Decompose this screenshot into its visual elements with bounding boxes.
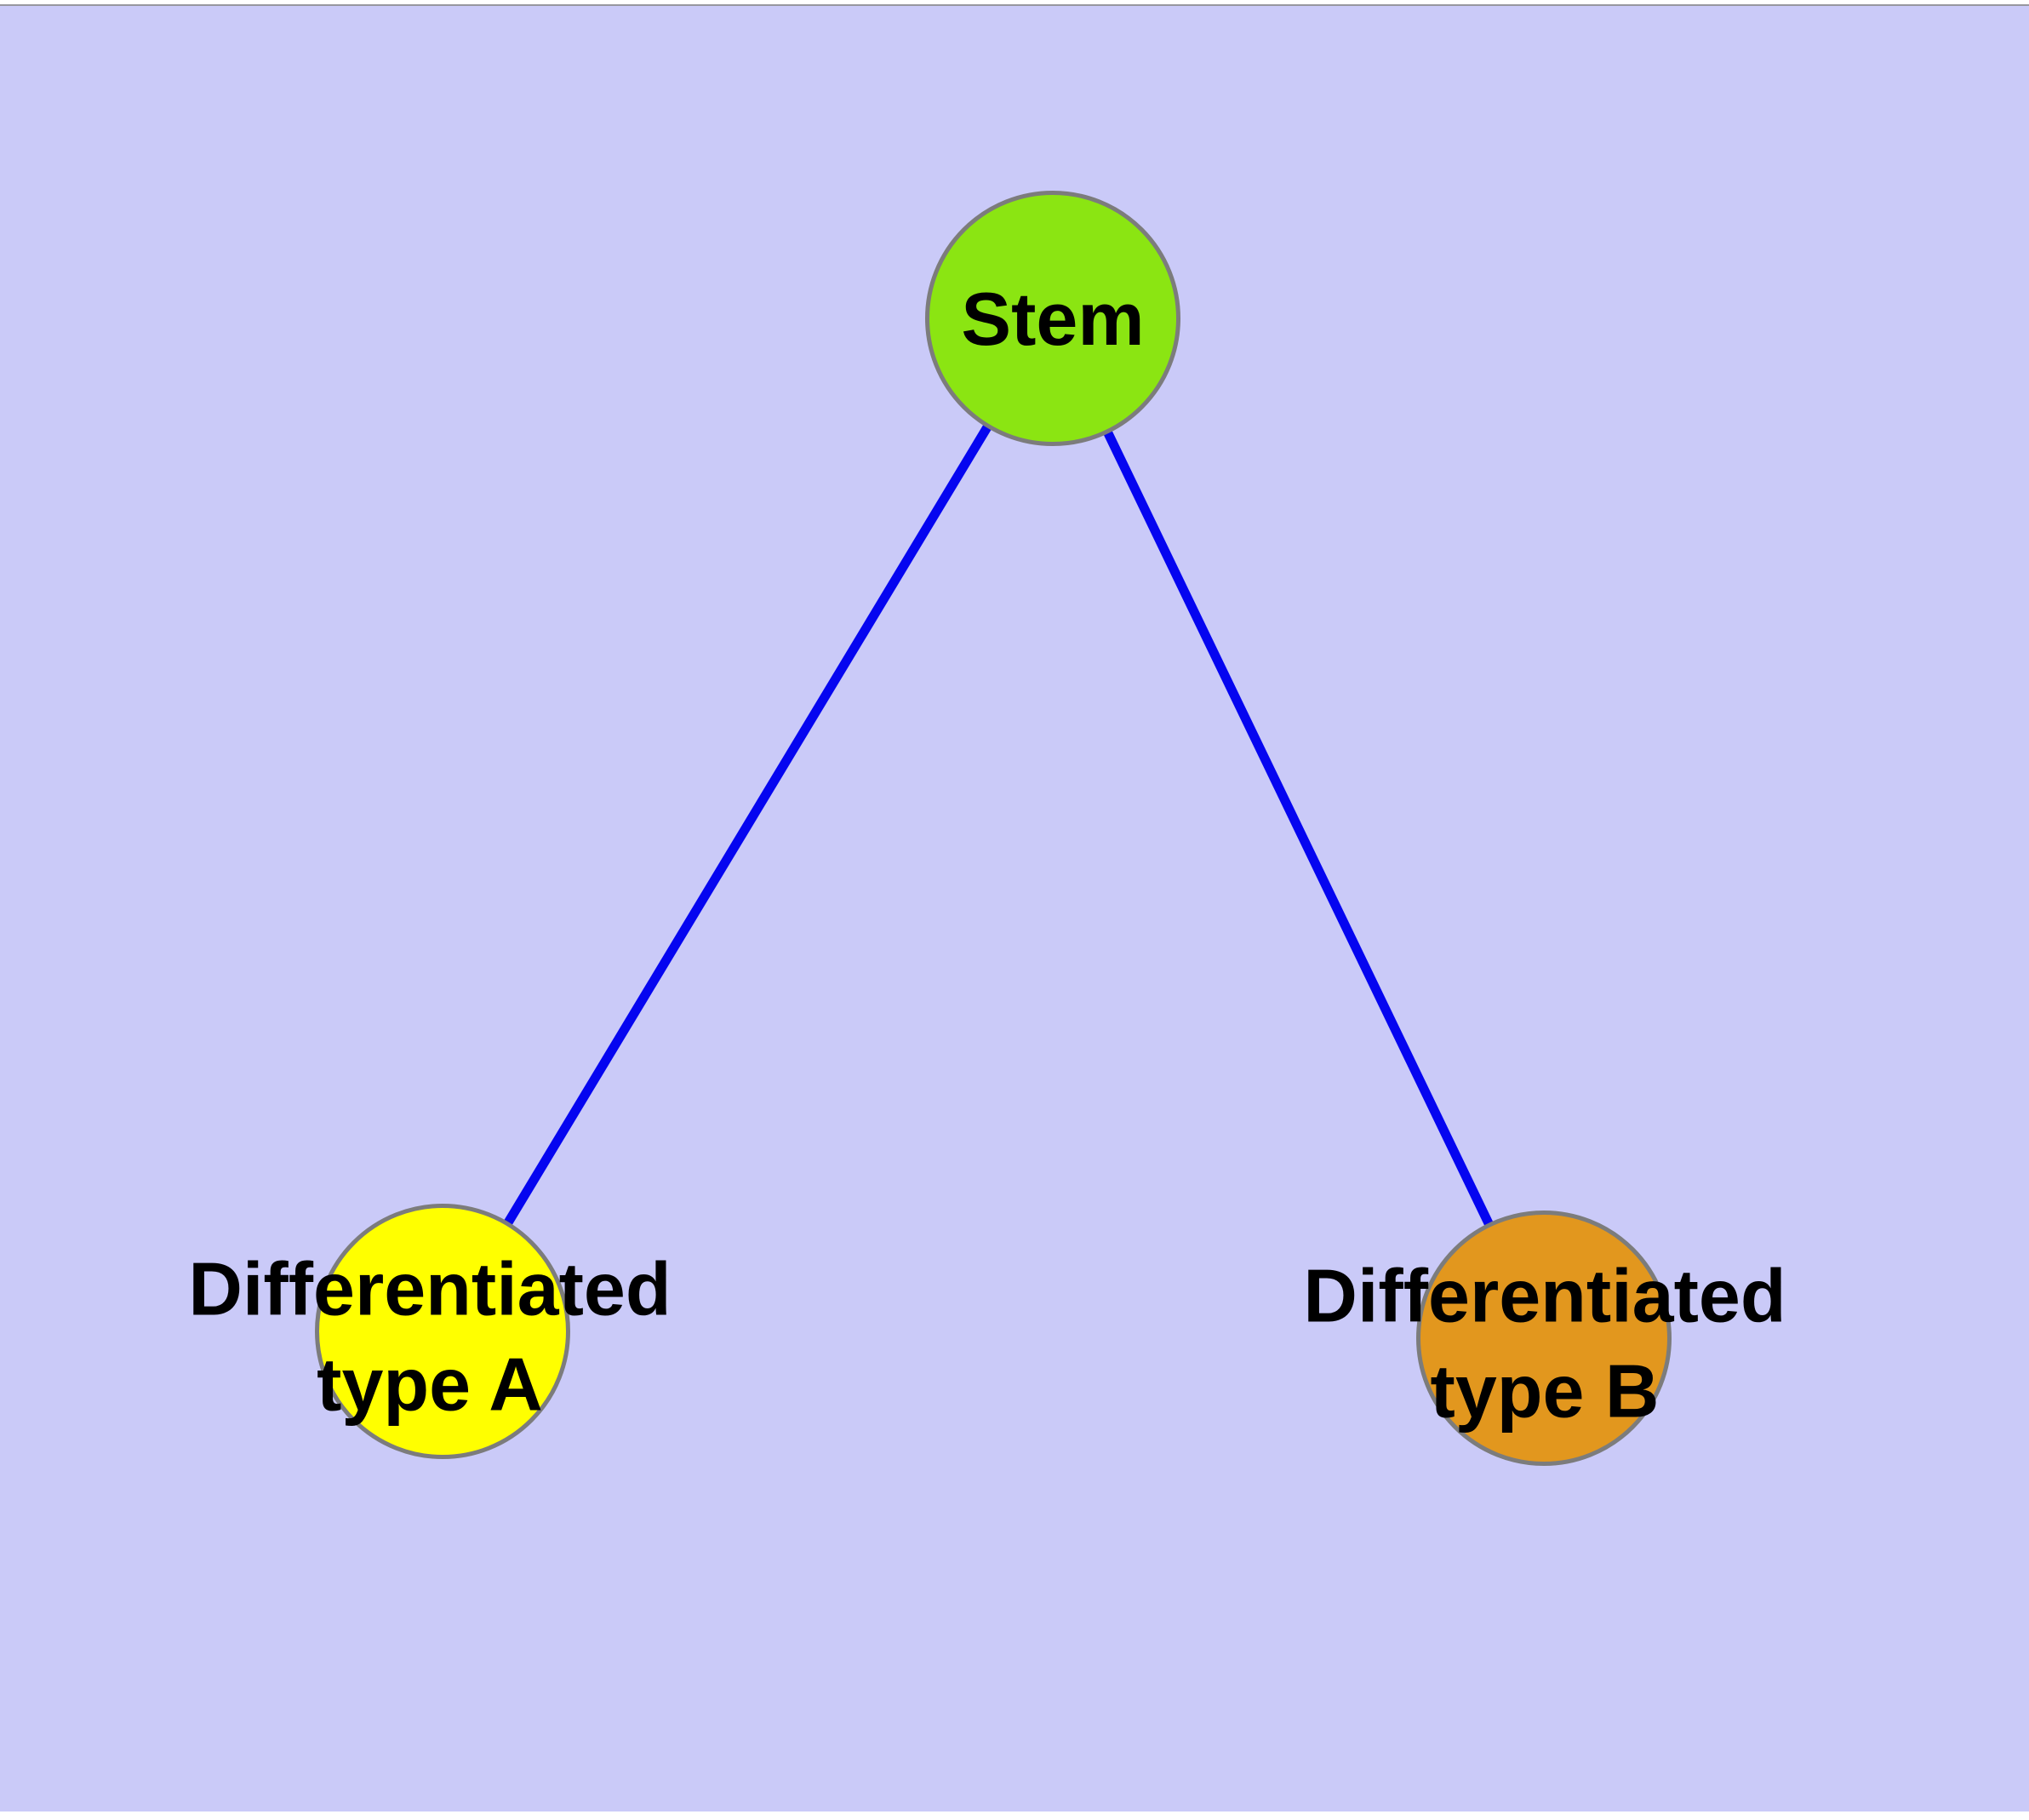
node-differentiated-type-b — [1416, 1210, 1672, 1466]
top-hairline — [0, 4, 2029, 6]
node-differentiated-type-a — [315, 1204, 570, 1459]
node-stem — [925, 191, 1180, 446]
